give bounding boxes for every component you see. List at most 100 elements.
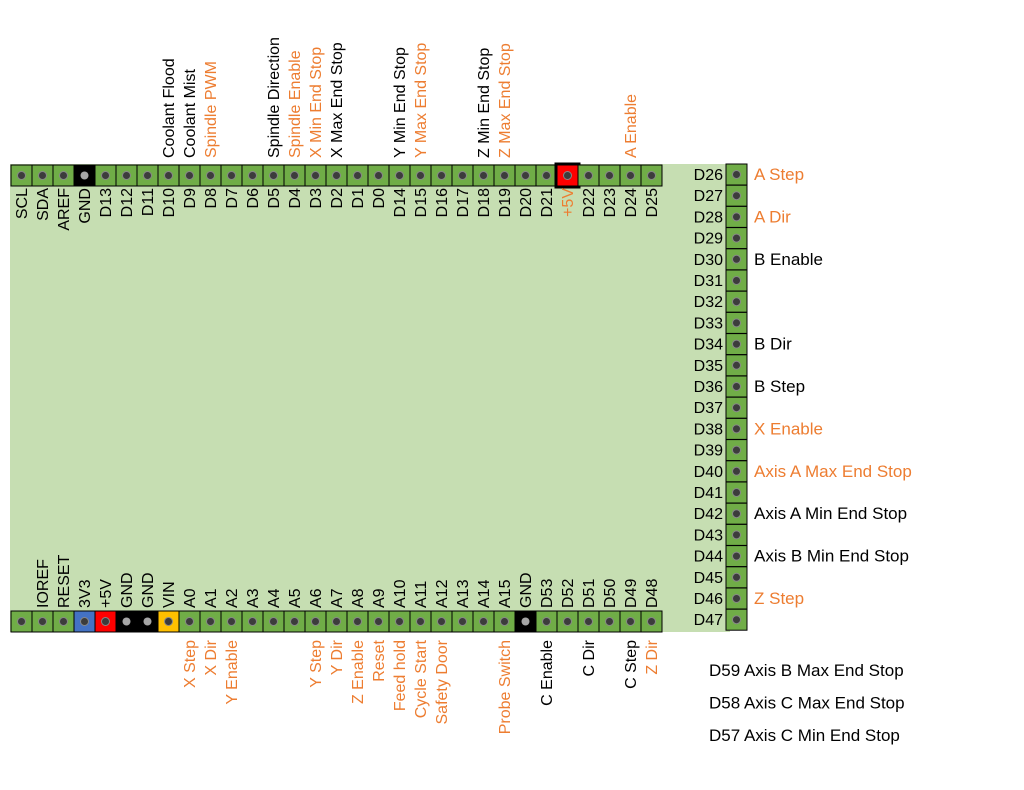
pin-function-label: X Max End Stop <box>329 42 346 158</box>
pin-label: D31 <box>694 273 723 290</box>
pin-label: VIN <box>161 581 178 608</box>
bottom-pin <box>409 610 432 633</box>
pin-label: A6 <box>308 588 325 608</box>
pin-label: D2 <box>329 188 346 209</box>
pin-label: D1 <box>350 188 367 209</box>
pin-label: D41 <box>694 485 723 502</box>
pin-label: D15 <box>413 188 430 217</box>
top-pin <box>554 162 581 189</box>
pin-label: A4 <box>266 588 283 608</box>
top-pin <box>430 164 453 187</box>
right-pin <box>725 184 748 207</box>
pin-label: D29 <box>694 231 723 248</box>
top-pin <box>73 164 96 187</box>
pin-label: D5 <box>266 188 283 209</box>
pin-label: +5V <box>560 188 577 217</box>
bottom-pin <box>556 610 579 633</box>
top-pin <box>451 164 474 187</box>
bottom-pin <box>52 610 75 633</box>
top-pin <box>346 164 369 187</box>
pin-function-label: X Step <box>182 640 199 688</box>
right-pin <box>725 333 748 356</box>
pin-label: D4 <box>287 188 304 209</box>
pin-label: D26 <box>694 167 723 184</box>
bottom-pin <box>451 610 474 633</box>
pin-label: SDA <box>35 188 52 221</box>
pin-label: SCL <box>14 188 31 219</box>
pin-label: D45 <box>694 570 723 587</box>
right-pin <box>725 502 748 525</box>
pin-function-label: Z Min End Stop <box>476 48 493 158</box>
right-pin <box>725 205 748 228</box>
bottom-pin <box>136 610 159 633</box>
pin-function-label: Y Min End Stop <box>392 47 409 158</box>
bottom-pin <box>199 610 222 633</box>
right-pin <box>725 417 748 440</box>
pin-label: A15 <box>497 579 514 608</box>
pin-label: D51 <box>581 579 598 608</box>
pin-label: GND <box>119 572 136 608</box>
pin-function-label: Spindle PWM <box>203 61 220 158</box>
right-pin <box>725 566 748 589</box>
extra-note: D58 Axis C Max End Stop <box>709 694 905 713</box>
pin-label: D14 <box>392 188 409 217</box>
right-pin <box>725 290 748 313</box>
pin-label: D25 <box>644 188 661 217</box>
pin-label: D12 <box>119 188 136 217</box>
top-pin <box>304 164 327 187</box>
pin-function-label: A Step <box>754 165 804 184</box>
top-pin <box>199 164 222 187</box>
top-pin <box>577 164 600 187</box>
bottom-pin <box>241 610 264 633</box>
pin-function-label: Spindle Direction <box>266 37 283 158</box>
pin-label: D20 <box>518 188 535 217</box>
top-pin <box>31 164 54 187</box>
bottom-pin <box>283 610 306 633</box>
pin-label: D35 <box>694 358 723 375</box>
pin-function-label: B Enable <box>754 250 823 269</box>
pin-label: A3 <box>245 588 262 608</box>
pin-label: D43 <box>694 527 723 544</box>
right-pin <box>725 439 748 462</box>
pin-function-label: Y Step <box>308 640 325 688</box>
pin-label: D47 <box>694 612 723 629</box>
pin-function-label: A Dir <box>754 207 791 226</box>
bottom-pin <box>325 610 348 633</box>
top-pin <box>619 164 642 187</box>
pin-label: D18 <box>476 188 493 217</box>
pin-label: A8 <box>350 588 367 608</box>
bottom-pin <box>94 610 117 633</box>
top-pin <box>262 164 285 187</box>
pin-label: D30 <box>694 252 723 269</box>
right-pin <box>725 587 748 610</box>
top-pin <box>94 164 117 187</box>
top-pin <box>115 164 138 187</box>
pin-function-label: A Enable <box>623 94 640 158</box>
top-pin <box>388 164 411 187</box>
pin-label: D53 <box>539 579 556 608</box>
right-pin <box>725 375 748 398</box>
board <box>10 164 730 632</box>
pin-function-label: Reset <box>371 639 388 681</box>
pin-label: A12 <box>434 579 451 608</box>
pin-function-label: Axis B Min End Stop <box>754 547 909 566</box>
bottom-pin <box>73 610 96 633</box>
pin-label: D17 <box>455 188 472 217</box>
bottom-pin <box>115 610 138 633</box>
bottom-pin <box>220 610 243 633</box>
pin-label: D40 <box>694 464 723 481</box>
top-pin <box>472 164 495 187</box>
pin-function-label: Y Dir <box>329 639 346 675</box>
bottom-pin <box>10 610 33 633</box>
pin-label: D48 <box>644 579 661 608</box>
pin-function-label: Axis A Min End Stop <box>754 504 907 523</box>
pin-function-label: Coolant Flood <box>161 58 178 158</box>
right-pin <box>725 481 748 504</box>
bottom-pin <box>619 610 642 633</box>
pin-label: GND <box>518 572 535 608</box>
top-pin <box>241 164 264 187</box>
